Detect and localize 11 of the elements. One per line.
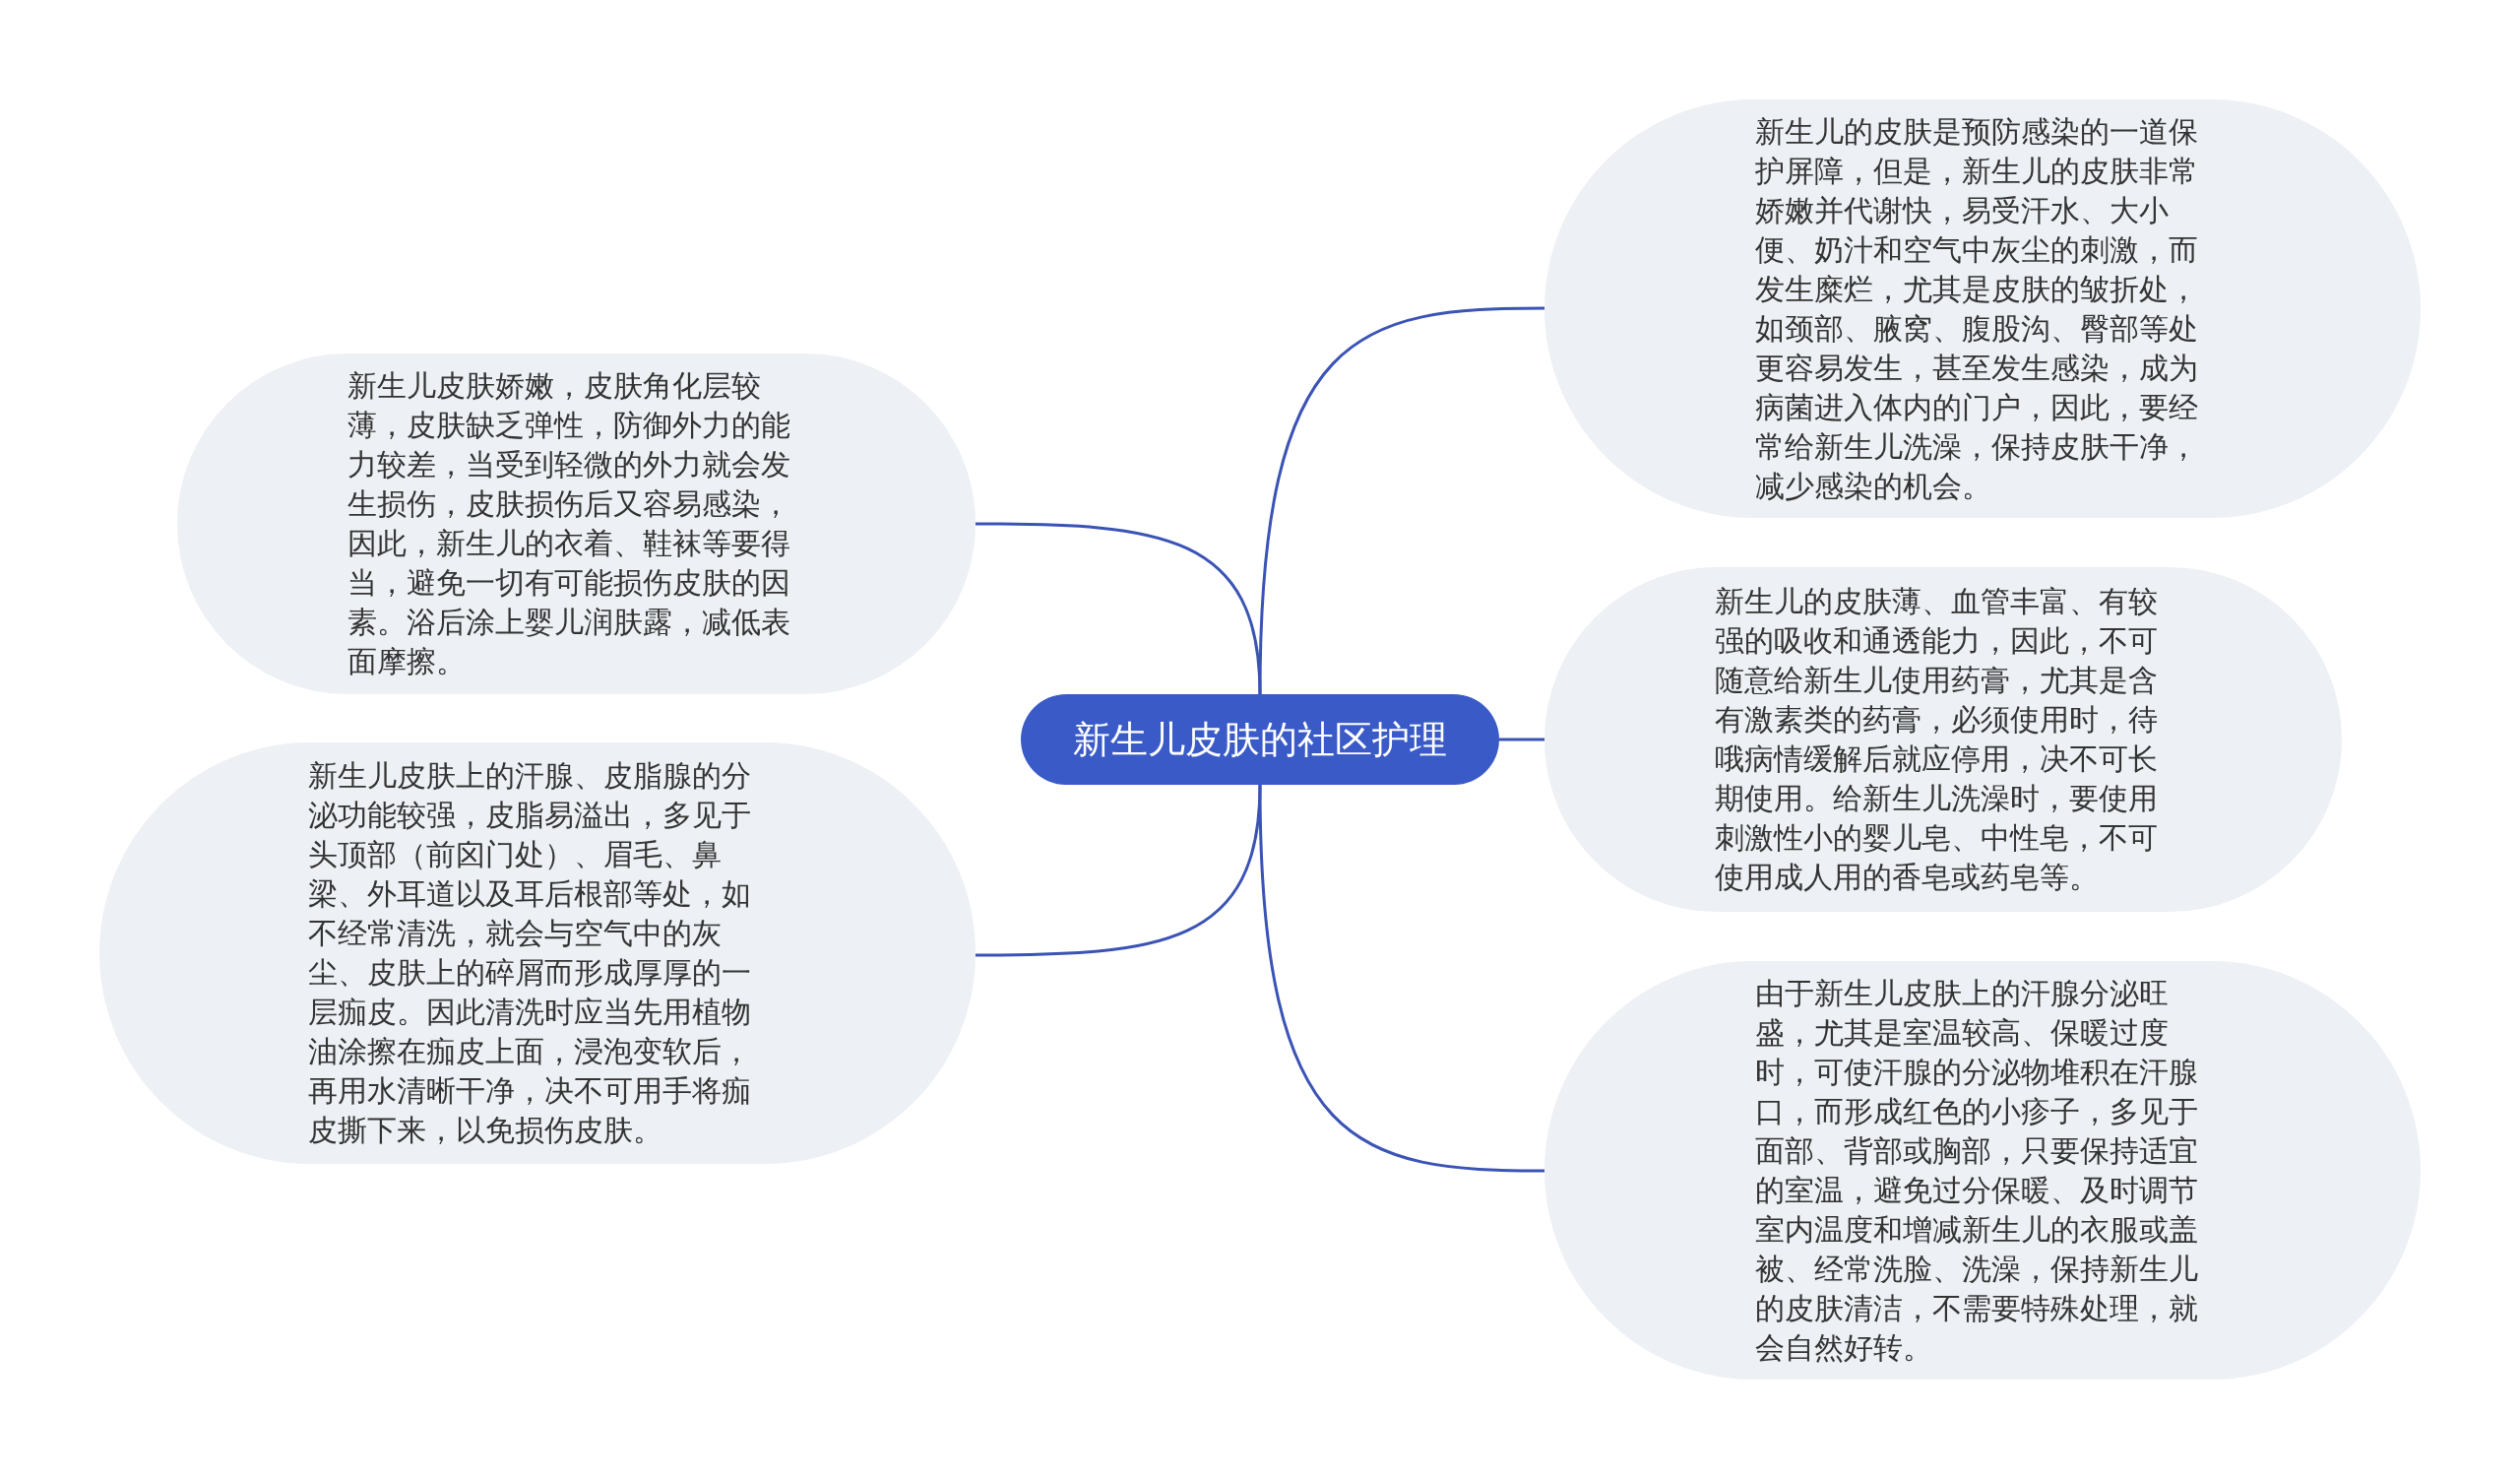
connector-line — [976, 784, 1262, 957]
body-text: 新生儿皮肤上的汗腺、皮脂腺的分泌功能较强，皮脂易溢出，多见于头顶部（前囟门处）、眉毛、鼻梁、外耳道以及耳后根部等处，如不经常清洗，就会与空气中的灰尘、皮肤上的碎屑而形成厚厚的一层痂皮。因此清洗时应当先用植物油涂擦在痂皮上面，浸泡变软后，再用水清晰干净，决不可用手将痂皮撕下来，以免损伤皮肤。 — [308, 758, 752, 1149]
connector-line — [1258, 306, 1544, 695]
topic-title: 新生儿皮肤的社区护理 — [1073, 716, 1447, 763]
body-text: 新生儿的皮肤是预防感染的一道保护屏障，但是，新生儿的皮肤非常娇嫩并代谢快，易受汗水、大小便、奶汁和空气中灰尘的刺激，而发生糜烂，尤其是皮肤的皱折处，如颈部、腋窝、腹股沟、臀部等处更容易发生，甚至发生感染，成为病菌进入体内的门户，因此，要经常给新生儿洗澡，保持皮肤干净，减少感染的机会。 — [1755, 113, 2199, 505]
connector-line — [1258, 784, 1544, 1173]
connector-line — [1499, 738, 1544, 741]
body-text: 新生儿皮肤娇嫩，皮肤角化层较薄，皮肤缺乏弹性，防御外力的能力较差，当受到轻微的外力就会发生损伤，皮肤损伤后又容易感染，因此，新生儿的衣着、鞋袜等要得当，避免一切有可能损伤皮肤的因素。浴后涂上婴儿润肤露，减低表面摩擦。 — [347, 368, 791, 680]
body-text: 新生儿的皮肤薄、血管丰富、有较强的吸收和通透能力，因此，不可随意给新生儿使用药膏，尤其是含有激素类的药膏，必须使用时，待哦病情缓解后就应停用，决不可长期使用。给新生儿洗澡时，要使用刺激性小的婴儿皂、中性皂，不可使用成人用的香皂或药皂等。 — [1715, 584, 2159, 896]
body-text: 由于新生儿皮肤上的汗腺分泌旺盛，尤其是室温较高、保暖过度时，可使汗腺的分泌物堆积在汗腺口，而形成红色的小疹子，多见于面部、背部或胸部，只要保持适宜的室温，避免过分保暖、及时调节室内温度和增减新生儿的衣服或盖被、经常洗脸、洗澡，保持新生儿的皮肤清洁，不需要特殊处理，就会自然好转。 — [1755, 975, 2199, 1367]
connector-line — [976, 522, 1262, 695]
